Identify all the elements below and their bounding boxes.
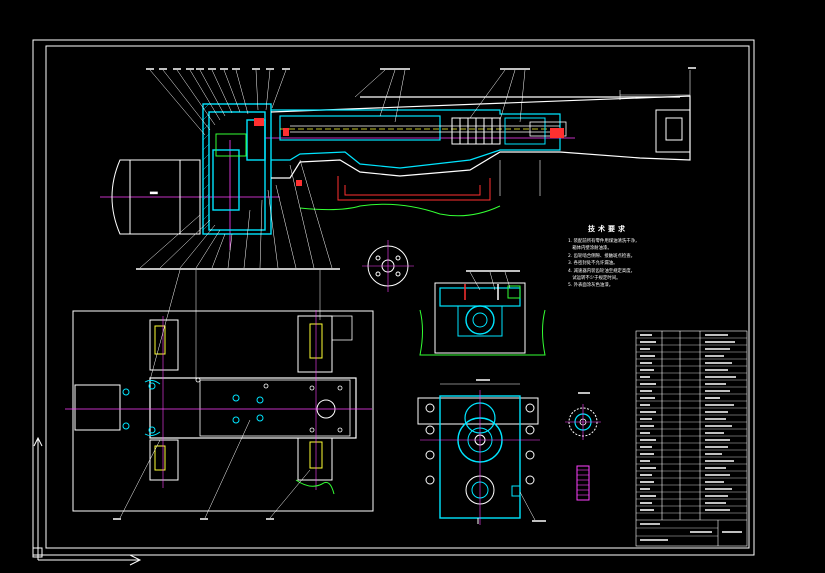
gearbox-housing [202, 103, 272, 235]
dimension-lines [499, 70, 691, 196]
technical-requirement-line: 4. 减速器内装齿轮油至规定高度， [568, 268, 636, 274]
break-line [299, 203, 501, 217]
boom-inner-tube [271, 109, 561, 169]
technical-requirements-title: 技术要求 [588, 225, 628, 233]
nut-block [451, 117, 501, 145]
technical-requirement-line: 5. 外表面涂灰色油漆。 [568, 283, 614, 289]
svg-text:▬▬: ▬▬ [150, 190, 158, 195]
gearbox-hatch [202, 103, 210, 231]
flange-view [362, 240, 414, 292]
section-view-a [419, 270, 546, 356]
plan-view [65, 269, 374, 520]
technical-requirement-line: 1. 装配前所有零件用煤油清洗干净， [568, 239, 640, 244]
leader-lines [139, 69, 526, 269]
parts-table-text [640, 334, 742, 541]
hidden-profile [337, 176, 491, 201]
ucs-axis-icon [32, 436, 142, 566]
technical-requirement-line: 试运转不少于规定时间。 [568, 276, 621, 282]
main-section-view: ▬▬ [100, 67, 696, 270]
lead-screw [290, 125, 560, 133]
boom-end [655, 109, 691, 153]
technical-requirement-line: 箱体内壁涂耐油漆。 [568, 246, 612, 252]
parts-table [635, 330, 748, 547]
gearbox-end-view [417, 379, 546, 525]
parts-table-rows [636, 337, 747, 537]
boom-arm [270, 95, 691, 179]
gear-highlight [215, 133, 247, 157]
technical-requirements-list: 1. 装配前所有零件用煤油清洗干净， 箱体内壁涂耐油漆。2. 齿轮啮合侧隙、接触… [568, 238, 694, 290]
technical-requirement-line: 3. 各密封处不允许漏油。 [568, 261, 618, 267]
drawing-frame [32, 39, 755, 556]
leader-labels [136, 67, 696, 270]
gear-detail [565, 392, 601, 501]
motor-housing: ▬▬ [111, 159, 201, 235]
technical-requirement-line: 2. 齿轮啮合侧隙、接触斑点检查。 [568, 253, 636, 259]
